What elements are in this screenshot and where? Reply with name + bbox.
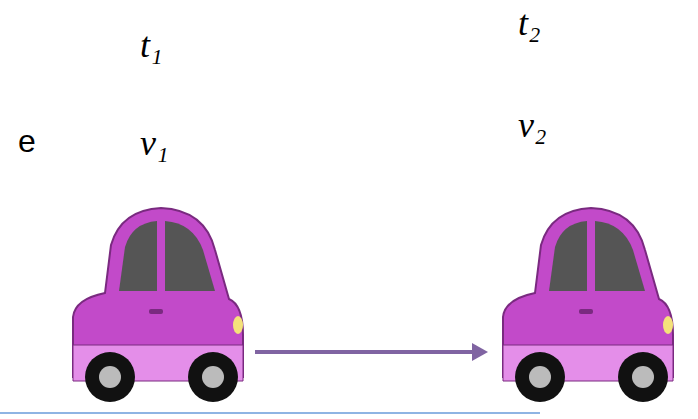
velocity-label: v₁ [140,124,169,164]
time-label: t₁ [140,26,163,66]
text-fragment: e [18,124,36,159]
car-node: t₂ v₂ [488,2,684,408]
car [73,208,243,402]
velocity-label: v₂ [518,106,547,146]
motion-arrow [255,343,488,361]
car [503,208,673,402]
car-node: t₁ v₁ [60,8,255,408]
time-label: t₂ [518,4,541,44]
ground-line [0,412,540,414]
